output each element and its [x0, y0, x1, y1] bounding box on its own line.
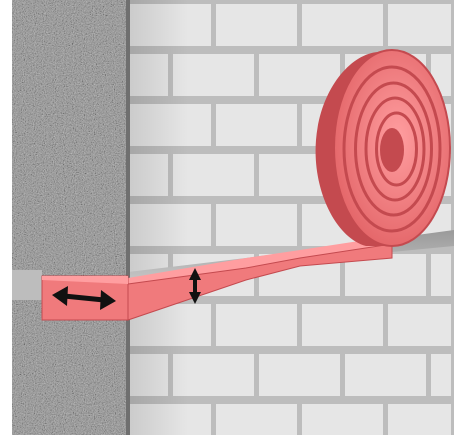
brick — [388, 304, 451, 346]
brick — [259, 354, 340, 396]
concrete-texture — [12, 0, 128, 435]
brick — [302, 404, 383, 435]
brick — [431, 354, 451, 396]
coil-core-hole — [380, 128, 404, 172]
brick — [388, 404, 451, 435]
concrete-block — [12, 0, 130, 435]
concrete-gap-slot — [12, 270, 42, 300]
brick — [302, 4, 383, 46]
brick — [345, 354, 426, 396]
concrete-edge — [126, 0, 130, 435]
brick — [216, 104, 297, 146]
brick — [216, 304, 297, 346]
wall-shadow — [128, 0, 188, 435]
brick — [388, 4, 451, 46]
brick — [259, 54, 340, 96]
brick — [216, 204, 297, 246]
brick — [216, 4, 297, 46]
brick — [431, 254, 451, 296]
brick — [216, 404, 297, 435]
brick — [302, 304, 383, 346]
